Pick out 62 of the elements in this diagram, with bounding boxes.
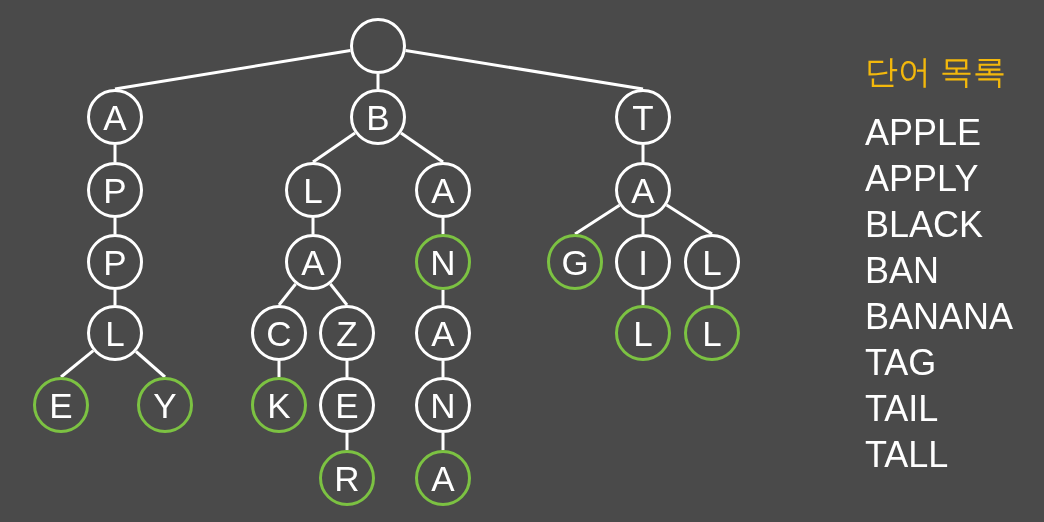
connector-line <box>441 361 445 377</box>
connector-line <box>311 218 315 234</box>
list-word: BANANA <box>865 295 1014 339</box>
letter-circle: K <box>251 377 307 433</box>
letter-circle: A <box>415 450 471 506</box>
letter-circle: L <box>87 305 143 361</box>
letter-circle: E <box>33 377 89 433</box>
letter-circle: C <box>251 305 307 361</box>
connector-line <box>641 290 645 305</box>
connector-line <box>345 433 349 450</box>
letter-circle: N <box>415 234 471 290</box>
letter-circle: L <box>615 305 671 361</box>
letter-circle: A <box>285 234 341 290</box>
letter-circle: G <box>547 234 603 290</box>
letter-circle: I <box>615 234 671 290</box>
list-word: APPLE <box>865 111 982 155</box>
letter-circle: L <box>285 162 341 218</box>
letter-circle: A <box>615 162 671 218</box>
connector-line <box>277 283 297 306</box>
list-word: BAN <box>865 249 940 293</box>
connector-line <box>400 131 444 164</box>
letter-circle: R <box>319 450 375 506</box>
connector-line <box>376 74 380 89</box>
connector-line <box>405 49 644 91</box>
list-word: APPLY <box>865 157 979 201</box>
letter-circle: Z <box>319 305 375 361</box>
connector-line <box>135 350 166 379</box>
letter-circle: B <box>350 89 406 145</box>
list-word: TALL <box>865 433 949 477</box>
connector-line <box>441 218 445 234</box>
connector-line <box>60 349 95 379</box>
connector-line <box>113 218 117 234</box>
connector-line <box>710 290 714 305</box>
letter-circle: P <box>87 162 143 218</box>
connector-line <box>574 203 621 236</box>
list-word: BLACK <box>865 203 984 247</box>
list-heading: 단어 목록 <box>865 52 1007 92</box>
connector-line <box>665 203 713 236</box>
letter-circle: L <box>684 234 740 290</box>
connector-line <box>114 49 351 91</box>
letter-circle: A <box>415 305 471 361</box>
letter-circle: N <box>415 377 471 433</box>
letter-circle: L <box>684 305 740 361</box>
letter-circle: A <box>415 162 471 218</box>
connector-line <box>329 283 349 306</box>
letter-circle: P <box>87 234 143 290</box>
list-word: TAIL <box>865 387 939 431</box>
letter-circle: T <box>615 89 671 145</box>
connector-line <box>312 131 356 164</box>
connector-line <box>641 145 645 162</box>
connector-line <box>345 361 349 377</box>
list-word: TAG <box>865 341 937 385</box>
connector-line <box>277 361 281 377</box>
letter-circle: E <box>319 377 375 433</box>
connector-line <box>441 433 445 450</box>
connector-line <box>441 290 445 305</box>
empty-circle <box>350 18 406 74</box>
connector-line <box>641 218 645 234</box>
letter-circle: A <box>87 89 143 145</box>
letter-circle: Y <box>137 377 193 433</box>
connector-line <box>113 145 117 162</box>
connector-line <box>113 290 117 305</box>
